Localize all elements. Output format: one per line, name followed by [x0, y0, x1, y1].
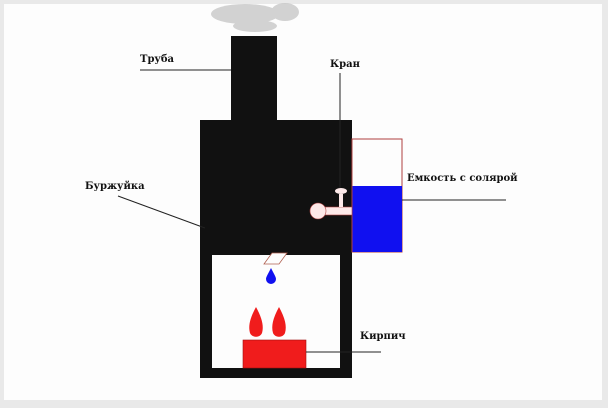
nozzle: [263, 252, 288, 265]
leader-lines: [117, 69, 506, 353]
label-tap: Кран: [330, 59, 360, 70]
flame-left: [249, 307, 263, 337]
fuel-level: [352, 186, 402, 252]
flame-right: [272, 307, 286, 337]
label-stove: Буржуйка: [85, 181, 145, 192]
smoke: [211, 3, 299, 32]
fuel-drop: [266, 268, 276, 284]
label-pipe: Труба: [140, 54, 175, 65]
brick: [242, 339, 307, 369]
label-brick: Кирпич: [360, 331, 406, 342]
tap-handle: [335, 188, 347, 194]
chimney: [231, 36, 277, 122]
label-tank: Емкость с солярой: [407, 173, 518, 184]
tap: [309, 188, 353, 220]
